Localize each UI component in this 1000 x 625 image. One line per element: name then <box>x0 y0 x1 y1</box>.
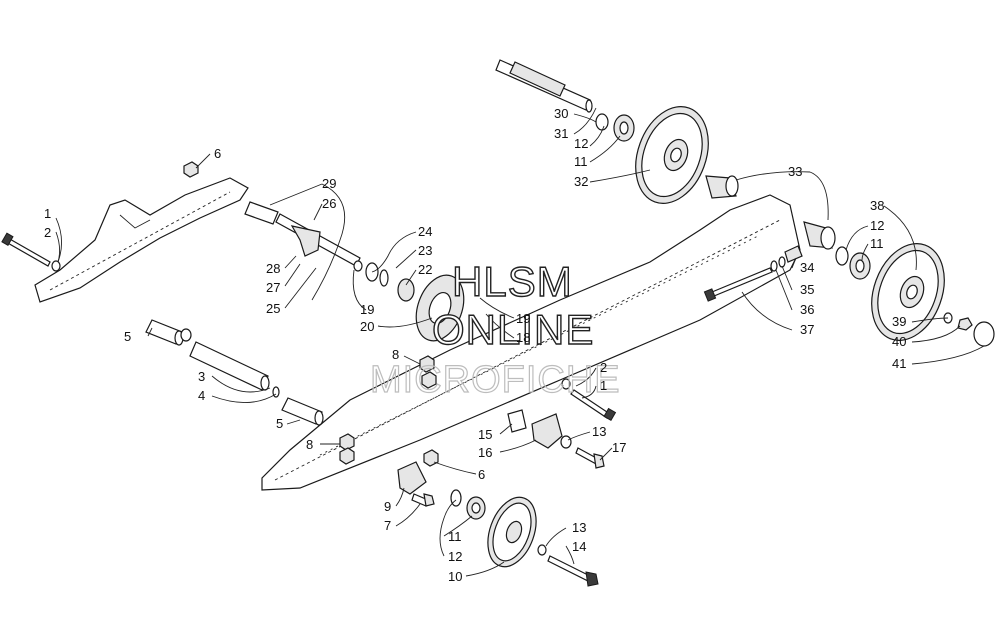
bearing-11-top <box>595 113 635 142</box>
bolt-1-left <box>1 232 61 272</box>
nuts-8-upper <box>419 355 437 389</box>
callout-12: 12 <box>448 549 462 564</box>
callout-18: 18 <box>516 330 530 345</box>
callout-2: 2 <box>600 360 607 375</box>
callout-2: 2 <box>44 225 51 240</box>
cap-41 <box>943 312 995 347</box>
callout-17: 17 <box>612 440 626 455</box>
shaft-3 <box>180 328 270 391</box>
callout-4: 4 <box>198 388 205 403</box>
bolt-37 <box>703 245 803 302</box>
callout-labels: 1 2 3 4 5 5 6 6 7 8 8 9 10 11 11 11 12 1… <box>44 106 906 584</box>
shaft-29 <box>244 201 363 272</box>
callout-32: 32 <box>574 174 588 189</box>
callout-9: 9 <box>384 499 391 514</box>
callout-3: 3 <box>198 369 205 384</box>
callout-26: 26 <box>322 196 336 211</box>
idler-wheel-20 <box>365 262 465 342</box>
callout-10: 10 <box>448 569 462 584</box>
callout-30: 30 <box>554 106 568 121</box>
callout-41: 41 <box>892 356 906 371</box>
callout-6: 6 <box>478 467 485 482</box>
spacer-tube-5b <box>281 397 324 426</box>
callout-20: 20 <box>360 319 374 334</box>
bracket-9 <box>397 461 435 507</box>
watermark-line-3: MICROFICHE <box>370 359 621 401</box>
left-slide-rail <box>34 177 249 303</box>
callout-34: 34 <box>800 260 814 275</box>
spacer-tube-5a <box>145 319 184 346</box>
callout-6: 6 <box>214 146 221 161</box>
callout-7: 7 <box>384 518 391 533</box>
callout-19: 19 <box>516 311 530 326</box>
callout-19: 19 <box>360 302 374 317</box>
callout-12: 12 <box>870 218 884 233</box>
right-slide-rail <box>261 194 801 491</box>
callout-23: 23 <box>418 243 432 258</box>
nut-6-top <box>183 161 199 178</box>
callout-33: 33 <box>788 164 802 179</box>
rear-wheel-38 <box>835 242 945 342</box>
callout-24: 24 <box>418 224 432 239</box>
rear-axle-30 <box>495 59 593 113</box>
bolt-1-right <box>561 378 617 422</box>
leader-lines <box>55 107 985 577</box>
bracket-16 <box>507 409 605 469</box>
callout-5: 5 <box>276 416 283 431</box>
rear-wheel-32 <box>635 105 709 205</box>
callout-11: 11 <box>870 236 884 251</box>
callout-11: 11 <box>448 529 462 544</box>
watermark-line-1: HLSM <box>452 258 573 305</box>
callout-1: 1 <box>44 206 51 221</box>
callout-36: 36 <box>800 302 814 317</box>
callout-14: 14 <box>572 539 586 554</box>
callout-25: 25 <box>266 301 280 316</box>
callout-37: 37 <box>800 322 814 337</box>
callout-15: 15 <box>478 427 492 442</box>
nut-6-middle <box>423 449 439 467</box>
callout-13: 13 <box>592 424 606 439</box>
callout-40: 40 <box>892 334 906 349</box>
callout-16: 16 <box>478 445 492 460</box>
callout-1: 1 <box>600 378 607 393</box>
watermark: HLSM ONLINE MICROFICHE <box>369 257 621 401</box>
callout-8: 8 <box>392 347 399 362</box>
callout-5: 5 <box>124 329 131 344</box>
watermark-line-2: ONLINE <box>432 306 594 353</box>
callout-8: 8 <box>306 437 313 452</box>
nuts-8-lower <box>339 433 355 465</box>
hub-33-right <box>803 221 836 250</box>
callout-11: 11 <box>574 154 588 169</box>
callout-39: 39 <box>892 314 906 329</box>
callout-22: 22 <box>418 262 432 277</box>
callout-35: 35 <box>800 282 814 297</box>
callout-29: 29 <box>322 176 336 191</box>
callout-27: 27 <box>266 280 280 295</box>
bolt-14 <box>537 544 599 587</box>
callout-12: 12 <box>574 136 588 151</box>
hub-33-left <box>705 175 739 199</box>
callout-38: 38 <box>870 198 884 213</box>
callout-31: 31 <box>554 126 568 141</box>
callout-28: 28 <box>266 261 280 276</box>
lower-wheel-10 <box>450 489 537 568</box>
callout-13: 13 <box>572 520 586 535</box>
